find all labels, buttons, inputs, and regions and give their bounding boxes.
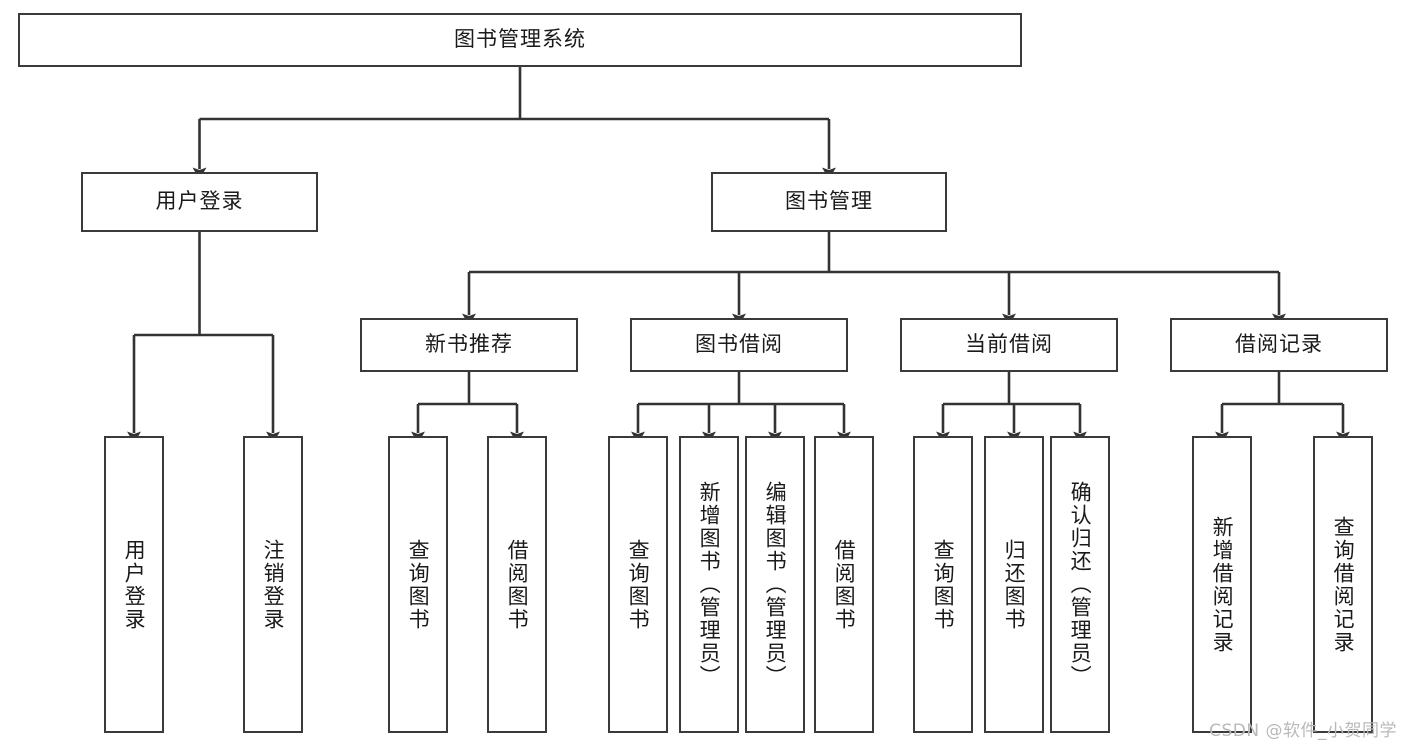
node-label: 新增借阅记录	[1210, 515, 1235, 654]
node-label: 借阅图书	[505, 538, 530, 631]
node-label: 查询图书	[626, 538, 651, 631]
node-label: 编辑图书（管理员）	[763, 481, 788, 688]
node-label: 借阅图书	[832, 538, 857, 631]
node-label: 新增图书（管理员）	[697, 481, 722, 688]
connector-edges	[127, 67, 1350, 444]
node-label: 图书借阅	[695, 332, 783, 357]
node-label: 查询图书	[931, 538, 956, 631]
node-label: 借阅记录	[1235, 332, 1323, 357]
node-lf-6[interactable]: 编辑图书（管理员）	[745, 436, 805, 733]
node-lf-3[interactable]: 借阅图书	[487, 436, 547, 733]
node-label: 当前借阅	[965, 332, 1053, 357]
node-label: 注销登录	[261, 538, 286, 631]
node-l2-1[interactable]: 图书管理	[711, 172, 947, 232]
node-lf-5[interactable]: 新增图书（管理员）	[679, 436, 739, 733]
node-label: 确认归还（管理员）	[1068, 481, 1093, 688]
node-lf-12[interactable]: 查询借阅记录	[1313, 436, 1373, 733]
node-lf-9[interactable]: 归还图书	[984, 436, 1044, 733]
node-label: 用户登录	[155, 189, 244, 214]
node-l3-2[interactable]: 当前借阅	[900, 318, 1118, 372]
node-lf-7[interactable]: 借阅图书	[814, 436, 874, 733]
node-label: 图书管理系统	[454, 27, 586, 52]
node-label: 图书管理	[785, 189, 873, 214]
node-label: 查询图书	[406, 538, 431, 631]
node-lf-11[interactable]: 新增借阅记录	[1192, 436, 1252, 733]
node-lf-10[interactable]: 确认归还（管理员）	[1050, 436, 1110, 733]
node-lf-2[interactable]: 查询图书	[388, 436, 448, 733]
node-label: 查询借阅记录	[1331, 515, 1356, 654]
node-l2-0[interactable]: 用户登录	[81, 172, 318, 232]
node-l3-1[interactable]: 图书借阅	[630, 318, 848, 372]
node-label: 用户登录	[122, 538, 147, 631]
node-lf-0[interactable]: 用户登录	[104, 436, 164, 733]
watermark-label: CSDN @软件_小贺同学	[1209, 721, 1397, 741]
node-l3-0[interactable]: 新书推荐	[360, 318, 578, 372]
node-lf-8[interactable]: 查询图书	[913, 436, 973, 733]
node-lf-1[interactable]: 注销登录	[243, 436, 303, 733]
node-label: 归还图书	[1002, 538, 1027, 631]
node-label: 新书推荐	[425, 332, 513, 357]
node-l3-3[interactable]: 借阅记录	[1170, 318, 1388, 372]
node-root[interactable]: 图书管理系统	[18, 13, 1022, 67]
node-lf-4[interactable]: 查询图书	[608, 436, 668, 733]
